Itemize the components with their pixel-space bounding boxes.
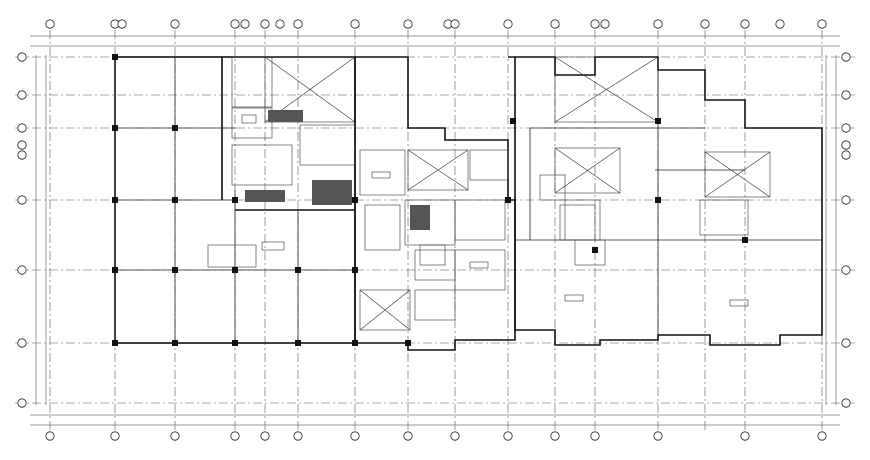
grid-bubble-left (17, 140, 27, 150)
grid-bubble-top (117, 19, 127, 29)
grid-bubbles-bottom (45, 431, 827, 441)
grid-bubble-left (17, 150, 27, 160)
grid-bubble-right (841, 150, 851, 160)
grid-bubble-right (841, 195, 851, 205)
dimension-lines (30, 35, 840, 426)
grid-bubble-top (240, 19, 250, 29)
grid-bubble-bottom (230, 431, 240, 441)
grid-bubble-bottom (653, 431, 663, 441)
grid-bubble-top (503, 19, 513, 29)
grid-bubble-bottom (503, 431, 513, 441)
grid-lines-vertical (49, 30, 823, 430)
grid-bubble-left (17, 265, 27, 275)
grid-bubble-right (841, 338, 851, 348)
grid-bubble-bottom (450, 431, 460, 441)
grid-bubble-right (841, 90, 851, 100)
grid-bubbles-left (17, 52, 27, 408)
grid-bubble-top (170, 19, 180, 29)
grid-bubble-bottom (740, 431, 750, 441)
grid-bubble-top (653, 19, 663, 29)
grid-bubble-top (817, 19, 827, 29)
grid-bubble-top (230, 19, 240, 29)
grid-bubble-bottom (110, 431, 120, 441)
grid-bubble-top (590, 19, 600, 29)
grid-bubble-right (841, 398, 851, 408)
grid-bubble-bottom (293, 431, 303, 441)
grid-bubble-bottom (350, 431, 360, 441)
grid-bubble-top (260, 19, 270, 29)
grid-bubble-top (350, 19, 360, 29)
grid-bubble-top (403, 19, 413, 29)
grid-bubble-top (740, 19, 750, 29)
grid-bubble-left (17, 338, 27, 348)
grid-bubble-top (700, 19, 710, 29)
grid-bubble-top (275, 19, 285, 29)
grid-bubbles-top (45, 19, 827, 29)
grid-bubble-left (17, 398, 27, 408)
grid-bubble-bottom (45, 431, 55, 441)
grid-bubble-left (17, 52, 27, 62)
grid-lines-horizontal (15, 56, 855, 404)
grid-bubble-top (45, 19, 55, 29)
grid-bubbles-right (841, 52, 851, 408)
room-tags (241, 114, 749, 307)
grid-bubble-left (17, 195, 27, 205)
grid-bubble-top (775, 19, 785, 29)
structural-columns (112, 54, 748, 346)
grid-bubble-bottom (550, 431, 560, 441)
grid-bubble-top (600, 19, 610, 29)
grid-bubble-right (841, 140, 851, 150)
grid-bubble-right (841, 52, 851, 62)
grid-bubble-top (450, 19, 460, 29)
grid-bubble-left (17, 90, 27, 100)
grid-bubble-bottom (590, 431, 600, 441)
grid-bubble-bottom (817, 431, 827, 441)
grid-bubble-left (17, 123, 27, 133)
grid-bubble-bottom (170, 431, 180, 441)
grid-bubble-right (841, 123, 851, 133)
grid-bubble-right (841, 265, 851, 275)
grid-bubble-top (550, 19, 560, 29)
grid-bubble-bottom (260, 431, 270, 441)
grid-bubble-bottom (403, 431, 413, 441)
grid-bubble-top (293, 19, 303, 29)
service-core (207, 56, 596, 268)
